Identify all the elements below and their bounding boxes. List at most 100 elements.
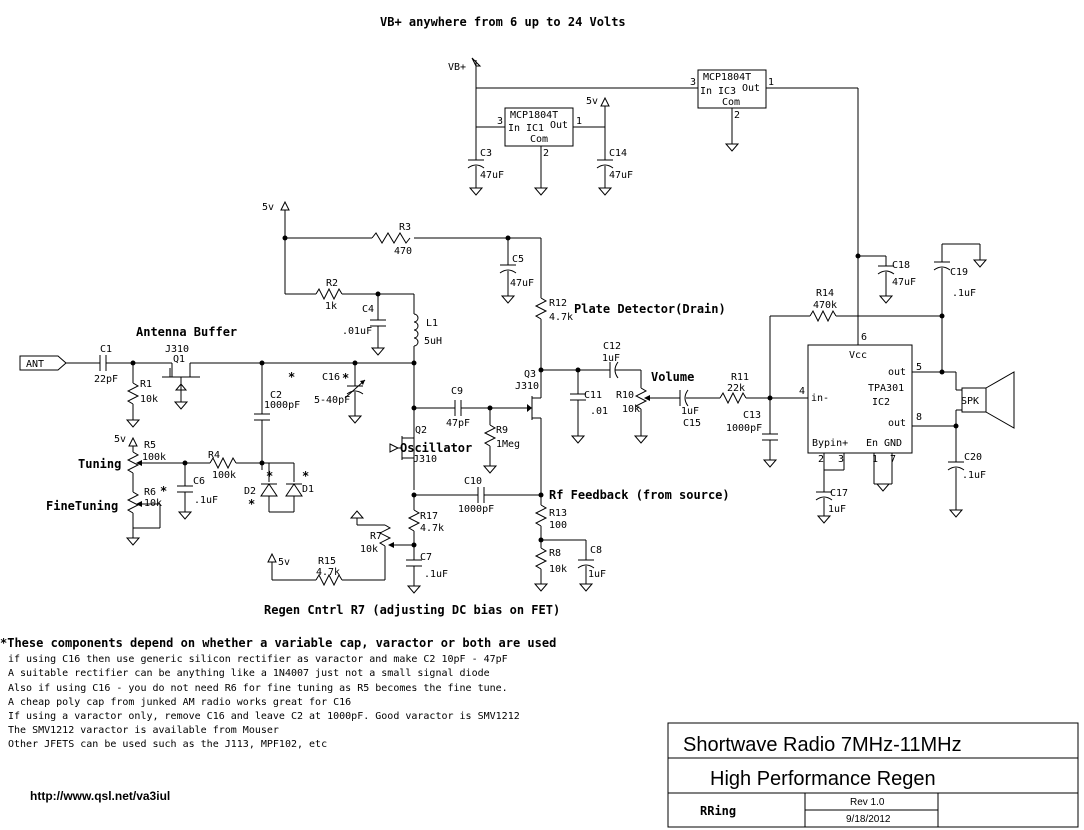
svg-text:IC3: IC3	[718, 86, 736, 97]
vb-plus-rail: VB+	[448, 57, 690, 130]
component-notes: *These components depend on whether a va…	[0, 636, 556, 750]
potentiometer-r10: R10 10k	[616, 370, 680, 444]
capacitor-c5: C5 47uF	[499, 238, 534, 304]
note-line: Also if using C16 - you do not need R6 f…	[8, 683, 508, 694]
capacitor-c20: C20 .1uF	[947, 426, 986, 518]
svg-text:GND: GND	[884, 438, 902, 449]
svg-text:R17: R17	[420, 511, 438, 522]
svg-text:4: 4	[799, 386, 805, 397]
svg-text:2: 2	[734, 110, 740, 121]
svg-text:47uF: 47uF	[510, 278, 534, 289]
svg-text:47pF: 47pF	[446, 418, 470, 429]
svg-text:7: 7	[890, 454, 896, 465]
svg-text:R1: R1	[140, 379, 152, 390]
svg-text:2: 2	[818, 454, 824, 465]
capacitor-c9: C9 47pF	[411, 386, 527, 429]
capacitor-c8: C8 1uF	[541, 539, 606, 592]
svg-text:1uF: 1uF	[588, 569, 606, 580]
resistor-r11: R11 22k	[719, 372, 808, 405]
svg-text:1uF: 1uF	[828, 504, 846, 515]
svg-text:8: 8	[916, 412, 922, 423]
jfet-q2: Q2 J310	[389, 425, 437, 465]
tuning-label: Tuning	[78, 457, 121, 471]
jfet-q1: J310 Q1	[162, 344, 414, 410]
svg-text:.01uF: .01uF	[342, 326, 372, 337]
resistor-r14: R14 470k	[770, 288, 945, 323]
resistor-r2: R2 1k	[285, 278, 414, 312]
svg-text:C3: C3	[480, 148, 492, 159]
svg-text:IC2: IC2	[872, 397, 890, 408]
svg-text:In: In	[700, 86, 712, 97]
svg-text:Out: Out	[550, 120, 568, 131]
subtitle-text: High Performance Regen	[710, 768, 936, 790]
svg-text:1: 1	[872, 454, 878, 465]
svg-text:R3: R3	[399, 222, 411, 233]
svg-text:3: 3	[497, 116, 503, 127]
resistor-r8: R8 10k	[533, 547, 567, 592]
capacitor-c10: C10 1000pF	[411, 476, 544, 515]
svg-text:.01: .01	[590, 406, 608, 417]
svg-text:Q1: Q1	[173, 354, 185, 365]
svg-text:10k: 10k	[140, 394, 158, 405]
note-line: A suitable rectifier can be anything lik…	[8, 668, 490, 679]
svg-text:C9: C9	[451, 386, 463, 397]
capacitor-c13: C13 1000pF	[726, 316, 778, 468]
resistor-r6-finetuning: R6 * 10k	[125, 484, 167, 546]
svg-text:R15: R15	[318, 556, 336, 567]
svg-text:470: 470	[394, 246, 412, 257]
antenna-input: ANT	[19, 355, 100, 371]
svg-text:R7: R7	[370, 531, 382, 542]
svg-text:.1uF: .1uF	[194, 495, 218, 506]
speaker: SPK	[955, 371, 1015, 429]
svg-text:100k: 100k	[212, 470, 236, 481]
note-line: if using C16 then use generic silicon re…	[8, 654, 508, 665]
svg-text:C1: C1	[100, 344, 112, 355]
svg-text:R12: R12	[549, 298, 567, 309]
svg-text:L1: L1	[426, 318, 438, 329]
source-url: http://www.qsl.net/va3iul	[30, 789, 170, 803]
svg-text:.1uF: .1uF	[962, 470, 986, 481]
svg-text:*: *	[248, 497, 255, 511]
svg-text:ANT: ANT	[26, 359, 44, 370]
date-text: 9/18/2012	[846, 814, 891, 825]
svg-text:D2: D2	[244, 486, 256, 497]
resistor-r15: 5v R15 4.7k	[267, 552, 385, 587]
svg-text:*: *	[288, 370, 295, 384]
capacitor-c18: C18 47uF	[855, 253, 916, 304]
svg-text:10k: 10k	[622, 404, 640, 415]
svg-text:R4: R4	[208, 450, 220, 461]
svg-text:R8: R8	[549, 548, 561, 559]
rf-feedback-label: Rf Feedback (from source)	[549, 488, 730, 502]
resistor-r13: R13 100	[534, 495, 567, 548]
svg-text:R11: R11	[731, 372, 749, 383]
capacitor-c17: C17 1uF	[815, 484, 848, 524]
amplifier-ic2: Vcc in- TPA301 IC2 out out Bypin+ En GND…	[799, 332, 959, 492]
svg-text:C15: C15	[683, 418, 701, 429]
revision-text: Rev 1.0	[850, 797, 885, 808]
note-line: The SMV1212 varactor is available from M…	[8, 725, 279, 736]
svg-text:C16: C16	[322, 372, 340, 383]
svg-text:R9: R9	[496, 425, 508, 436]
jfet-q3: Q3 J310	[515, 367, 544, 495]
svg-text:Out: Out	[742, 83, 760, 94]
notes-heading: *These components depend on whether a va…	[0, 636, 556, 650]
svg-text:In: In	[508, 123, 520, 134]
svg-text:470k: 470k	[813, 300, 837, 311]
svg-text:C7: C7	[420, 552, 432, 563]
regulator-ic3: MCP1804T In IC3 Out Com 3 1 2	[690, 69, 858, 152]
svg-text:C14: C14	[609, 148, 627, 159]
svg-text:out: out	[888, 367, 906, 378]
varactor-d1: D1 *	[269, 463, 314, 513]
supply-note: VB+ anywhere from 6 up to 24 Volts	[380, 15, 626, 29]
regen-ctrl-label: Regen Cntrl R7 (adjusting DC bias on FET…	[264, 603, 560, 617]
antenna-buffer-label: Antenna Buffer	[136, 325, 237, 339]
svg-text:R14: R14	[816, 288, 834, 299]
svg-text:Com: Com	[722, 97, 740, 108]
svg-text:5v: 5v	[278, 557, 290, 568]
capacitor-c7: C7 .1uF	[406, 552, 448, 594]
capacitor-c2: C2 1000pF *	[254, 363, 300, 470]
svg-text:4.7k: 4.7k	[420, 523, 444, 534]
svg-text:IC1: IC1	[526, 123, 544, 134]
svg-text:R2: R2	[326, 278, 338, 289]
